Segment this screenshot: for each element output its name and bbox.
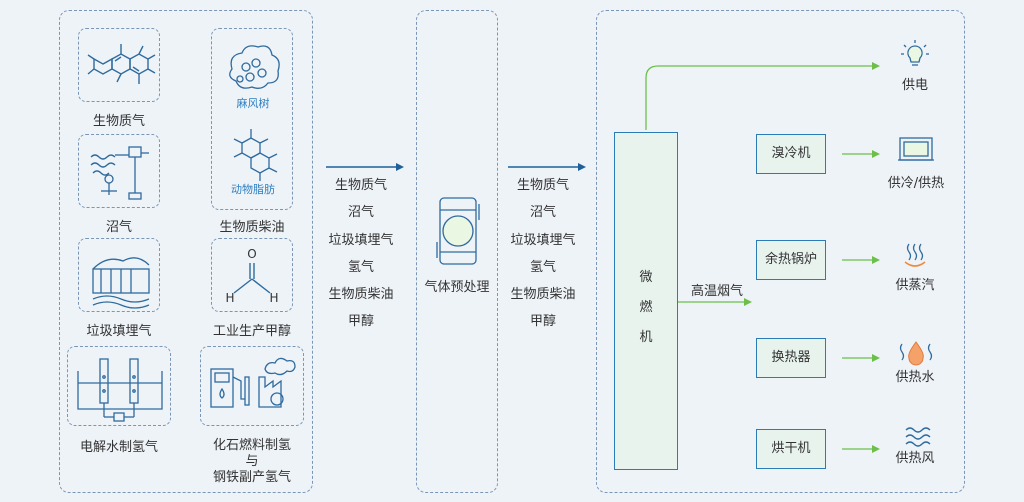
pretreatment-panel	[416, 10, 498, 493]
pretreatment-vessel-icon	[436, 197, 480, 265]
flue-gas-label: 高温烟气	[690, 284, 743, 299]
boiler-box: 余热锅炉	[756, 240, 826, 280]
hot-air-output-label: 供热风	[895, 451, 935, 466]
jatropha-icon	[229, 45, 280, 89]
hot-water-output-label: 供热水	[895, 370, 935, 385]
hot-water-icon	[899, 341, 933, 366]
gas-list-output: 生物质气 沼气 垃圾填埋气 氢气 生物质柴油 甲醇	[502, 172, 584, 336]
electrolysis-label: 电解水制氢气	[79, 440, 158, 455]
fossil-h2-tile	[200, 346, 304, 426]
fossil-h2-label-1: 化石燃料制氢	[212, 438, 291, 453]
jatropha-label: 麻风树	[236, 97, 270, 110]
microturbine-char-3: 机	[639, 330, 653, 345]
power-output-label: 供电	[901, 78, 928, 93]
microturbine-panel	[596, 10, 965, 493]
landfill-icon	[92, 257, 150, 309]
input-arrow	[326, 163, 404, 171]
methanol-h-left-label: H	[225, 291, 235, 305]
gas-item: 氢气	[529, 259, 556, 275]
cool-heat-output-label: 供冷/供热	[887, 176, 945, 191]
landfill-gas-tile	[78, 238, 160, 312]
methanol-h-right-label: H	[269, 291, 279, 305]
landfill-gas-label: 垃圾填埋气	[86, 324, 152, 339]
gas-item: 沼气	[529, 205, 556, 221]
gas-item: 垃圾填埋气	[328, 232, 394, 248]
microturbine-box	[614, 132, 678, 470]
gas-list-input: 生物质气 沼气 垃圾填埋气 氢气 生物质柴油 甲醇	[320, 172, 402, 336]
biogas-tile	[78, 134, 160, 208]
fossil-h2-label-2: 与	[245, 454, 259, 469]
pretreatment-label: 气体预处理	[424, 280, 490, 295]
power-line	[645, 62, 880, 130]
gas-item: 沼气	[347, 205, 374, 221]
gas-item: 生物质气	[334, 178, 387, 193]
biomass-gas-tile	[78, 28, 160, 102]
hot-air-icon	[905, 427, 931, 447]
digester-icon	[90, 146, 149, 200]
gas-item: 甲醇	[529, 314, 556, 330]
microturbine-char-2: 燃	[639, 300, 653, 315]
gas-item: 垃圾填埋气	[510, 232, 576, 248]
biogas-label: 沼气	[105, 220, 132, 235]
microturbine-char-1: 微	[639, 270, 653, 285]
fuel-pump-factory-icon	[210, 357, 296, 408]
dryer-box: 烘干机	[756, 429, 826, 469]
animal-fat-label: 动物脂肪	[231, 183, 275, 196]
biodiesel-label: 生物质柴油	[219, 220, 285, 235]
dryer-arrow	[842, 445, 880, 453]
gas-item: 生物质柴油	[328, 287, 394, 303]
electrolysis-icon	[77, 358, 163, 422]
methanol-molecule-icon	[233, 263, 271, 294]
gas-item: 甲醇	[347, 314, 374, 330]
flue-gas-arrow	[678, 298, 752, 306]
exchanger-arrow	[842, 354, 880, 362]
steam-output-label: 供蒸汽	[895, 278, 935, 293]
chiller-arrow	[842, 150, 880, 158]
industrial-methanol-label: 工业生产甲醇	[212, 324, 291, 339]
ac-unit-icon	[898, 137, 934, 161]
gas-item: 氢气	[347, 259, 374, 275]
boiler-arrow	[842, 256, 880, 264]
output-gas-arrow	[508, 163, 586, 171]
methanol-tile: O H H	[211, 238, 293, 312]
light-bulb-icon	[901, 40, 929, 66]
fat-molecule-icon	[233, 129, 278, 181]
gas-item: 生物质气	[516, 178, 569, 193]
steam-icon	[904, 243, 926, 267]
fossil-h2-label-3: 钢铁副产氢气	[212, 470, 291, 485]
benzene-ring-icon	[87, 44, 156, 84]
chiller-box: 溴冷机	[756, 134, 826, 174]
biodiesel-tile: 麻风树 动物脂肪	[211, 28, 293, 210]
electrolysis-tile	[67, 346, 171, 426]
biomass-gas-label: 生物质气	[92, 114, 145, 129]
sources-panel	[59, 10, 313, 493]
heat-exchanger-box: 换热器	[756, 338, 826, 378]
gas-item: 生物质柴油	[510, 287, 576, 303]
methanol-o-label: O	[247, 247, 257, 261]
